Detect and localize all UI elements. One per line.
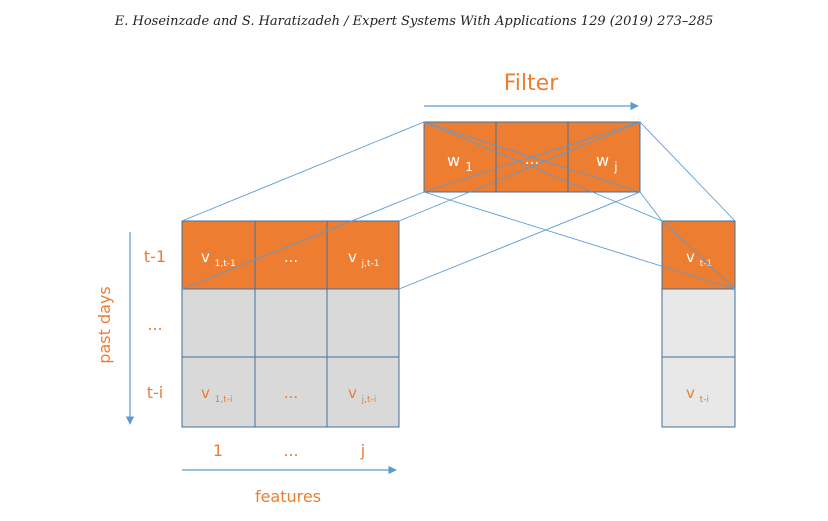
output-label-bottom-main: v: [686, 384, 695, 402]
connector-line: [181, 191, 425, 290]
input-top-label-3-main: v: [348, 248, 357, 266]
output-label-bottom: v t-i: [686, 384, 709, 405]
filter-label-1-sub: 1: [465, 160, 473, 174]
row-label-ti: t-i: [147, 383, 164, 402]
input-bottom-label-1-main: v: [201, 384, 210, 402]
input-cell-r2-c2: [254, 288, 328, 358]
connector-line: [661, 220, 736, 290]
input-bottom-label-1: v 1,t-i: [201, 384, 233, 405]
input-cell-r1-c1: [181, 220, 256, 290]
filter-label-3: w j: [596, 151, 618, 174]
filter-title: Filter: [504, 71, 559, 96]
output-label-top-sub: t-1: [700, 259, 713, 269]
connector-line: [639, 121, 736, 222]
connector-line: [398, 191, 641, 290]
column-label-dots: ...: [283, 441, 298, 460]
input-top-label-2: ...: [284, 248, 298, 266]
filter-label-1: w 1: [447, 151, 473, 174]
connector-line: [398, 121, 641, 222]
output-column: v t-1 v t-i: [661, 220, 736, 428]
input-top-label-3-sub: j,t-1: [361, 259, 380, 269]
output-label-bottom-sub: t-i: [700, 395, 709, 405]
input-cell-r3-c3: [326, 356, 400, 428]
column-label-j: j: [360, 441, 365, 460]
journal-header: E. Hoseinzade and S. Haratizadeh / Exper…: [114, 14, 714, 29]
output-cell-middle: [661, 288, 736, 358]
output-label-top: v t-1: [686, 248, 712, 269]
filter-label-1-main: w: [447, 151, 460, 170]
connector-lines: [181, 121, 736, 290]
connector-line: [181, 121, 425, 222]
column-label-1: 1: [213, 441, 223, 460]
past-days-label: past days: [95, 286, 114, 363]
connector-line: [423, 121, 641, 193]
connector-line: [423, 191, 736, 290]
input-bottom-label-3-main: v: [348, 384, 357, 402]
features-label: features: [255, 487, 321, 506]
input-bottom-label-1-sub: 1,t-i: [215, 395, 233, 405]
input-top-label-1-main: v: [201, 248, 210, 266]
input-bottom-label-3: v j,t-i: [348, 384, 376, 405]
row-label-t1: t-1: [144, 247, 166, 266]
connector-line: [639, 191, 663, 222]
output-cell-bottom: [661, 356, 736, 428]
input-cell-r2-c3: [326, 288, 400, 358]
connector-line: [423, 121, 663, 222]
output-label-top-main: v: [686, 248, 695, 266]
input-top-label-1: v 1,t-1: [201, 248, 236, 269]
row-label-dots: ...: [147, 315, 162, 334]
filter-label-3-main: w: [596, 151, 609, 170]
input-cell-r3-c2: [254, 356, 328, 428]
input-bottom-label-2: ...: [284, 384, 298, 402]
input-top-label-1-sub: 1,t-1: [215, 259, 236, 269]
input-cell-r3-c1: [181, 356, 256, 428]
filter-label-2: ...: [525, 150, 539, 168]
input-top-label-3: v j,t-1: [348, 248, 380, 269]
input-bottom-label-3-sub: j,t-i: [361, 395, 377, 405]
input-matrix: v 1,t-1 ... v j,t-1 v 1,t-i ... v j,t-i: [181, 220, 400, 428]
input-cell-r2-c1: [181, 288, 256, 358]
input-cell-r1-c3: [326, 220, 400, 290]
filter-label-3-sub: j: [613, 160, 617, 174]
